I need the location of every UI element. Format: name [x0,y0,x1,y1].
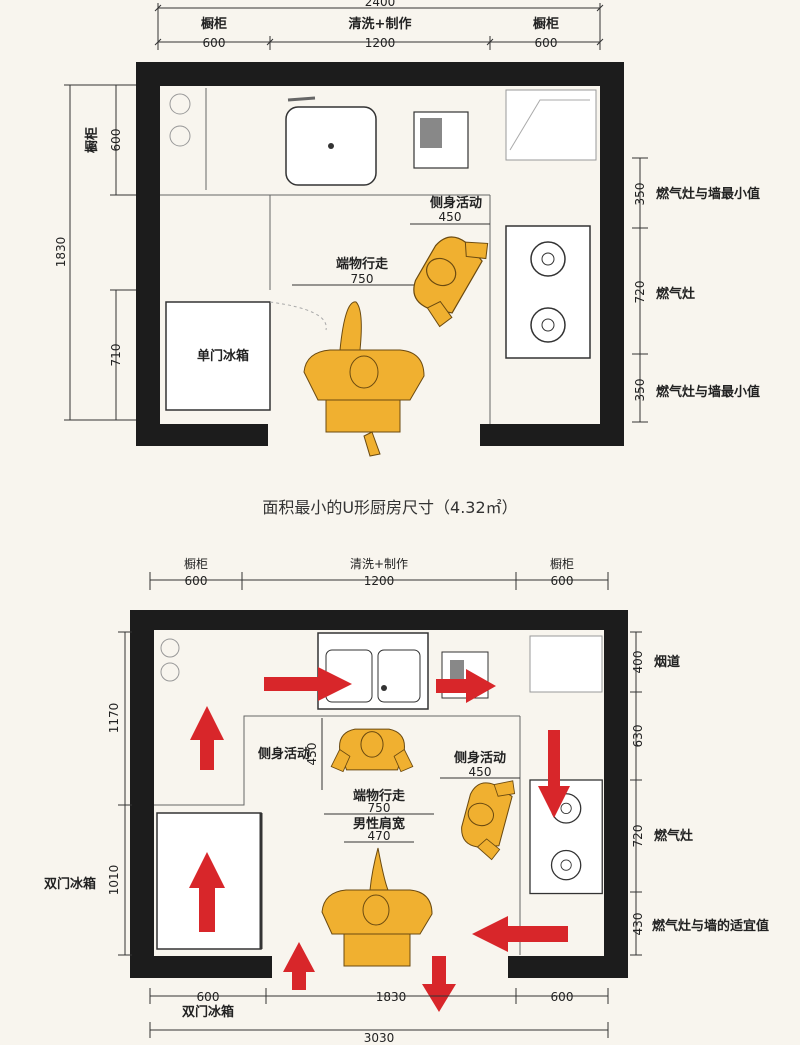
plan1-person-carrying [303,301,425,457]
plan2-sink [317,632,429,710]
plan1-caption: 面积最小的U形厨房尺寸（4.32㎡） [262,498,517,517]
plan2-right-label1: 烟道 [654,654,680,670]
plan2-right-label3: 燃气灶 [654,828,693,844]
plan2-left-dim2: 1010 [107,865,121,896]
plan1-right-dim3: 350 [633,379,647,402]
plan1-right-dim1: 350 [633,183,647,206]
plan1-person-at-stove [400,220,494,331]
plan1-left-cabinet-vlabel: 橱柜 [84,127,100,153]
plan2: 橱柜 清洗+制作 橱柜 600 1200 600 [44,557,769,1045]
plan2-right-dim3: 720 [631,825,645,848]
plan1-fridge-label: 单门冰箱 [197,348,249,364]
plan2-shoulder-label: 男性肩宽 [353,816,405,832]
arrow-down-2 [422,956,456,1012]
plan2-gas-stove [529,779,603,895]
arrow-up-1 [190,706,224,770]
plan2-fridge-side-label: 双门冰箱 [44,876,96,892]
arrow-up-2 [189,852,225,932]
plan2-person-at-stove [455,770,519,862]
plan1-left-total: 1830 [54,237,68,268]
arrow-right-1 [264,667,352,701]
plan2-width-right: 600 [551,574,574,588]
plan2-bottom-total: 3030 [364,1031,395,1045]
plan2-right-label4: 燃气灶与墙的适宜值 [652,918,769,934]
plan1-right-label3: 燃气灶与墙最小值 [656,384,760,400]
arrow-down-1 [538,730,570,818]
plan2-walk-label: 端物行走 [353,788,406,804]
plan2-left-dim1: 1170 [107,703,121,734]
plan2-bottom-dim1: 600 [197,990,220,1004]
plan2-mid-label: 清洗+制作 [350,557,408,571]
plan1-side-activity-value: 450 [439,210,462,224]
plan1-total-width: 2400 [365,0,396,9]
arrow-up-3 [283,942,315,990]
plan1-walk-label: 端物行走 [336,256,389,272]
plan2-right-dim2: 630 [631,725,645,748]
plan1-right-dim2: 720 [633,281,647,304]
plan2-width-left: 600 [185,574,208,588]
plan2-shoulder-value: 470 [368,829,391,843]
plan2-right-dim4: 430 [631,913,645,936]
plan1-right-label2: 燃气灶 [656,286,695,302]
plan1: 2400 橱柜 清洗+制作 橱柜 600 1200 600 橱柜 600 183… [54,0,760,517]
arrow-right-2 [436,669,496,703]
plan2-side-left-value: 450 [305,743,319,766]
plan2-bottom-dim3: 600 [551,990,574,1004]
plan1-right-label1: 燃气灶与墙最小值 [656,186,760,202]
plan1-width-right: 600 [535,36,558,50]
plan1-width-mid: 1200 [365,36,396,50]
plan1-gas-stove [505,225,591,359]
plan1-mid-label: 清洗+制作 [349,16,412,32]
plan2-side-left-label: 侧身活动 [258,746,310,762]
plan2-right-dim1: 400 [631,651,645,674]
plan2-side-right-value: 450 [469,765,492,779]
plan2-bottom-fridge-label: 双门冰箱 [182,1004,234,1020]
plan1-right-cabinet-label: 橱柜 [533,16,559,32]
plan2-person-carrying [321,847,433,967]
plan1-corner-counter [505,89,597,161]
plan2-width-mid: 1200 [364,574,395,588]
plan2-walk-value: 750 [368,801,391,815]
plan1-walk-value: 750 [351,272,374,286]
plan2-left-cabinet-label: 橱柜 [184,557,208,571]
plan2-right-cabinet-label: 橱柜 [550,557,574,571]
arrow-left-1 [472,916,568,952]
plan1-fridge-depth: 710 [109,344,123,367]
plan2-flow-arrows [189,667,570,1012]
plan2-bottom-dim2: 1830 [376,990,407,1004]
plan2-person-at-sink [330,728,414,773]
plan1-width-left: 600 [203,36,226,50]
plan1-fridge [165,301,271,411]
plan1-left-cabinet-depth: 600 [109,129,123,152]
plan1-side-activity-label: 侧身活动 [430,195,482,211]
plan2-side-right-label: 侧身活动 [454,750,506,766]
plan1-left-cabinet-label: 橱柜 [201,16,227,32]
